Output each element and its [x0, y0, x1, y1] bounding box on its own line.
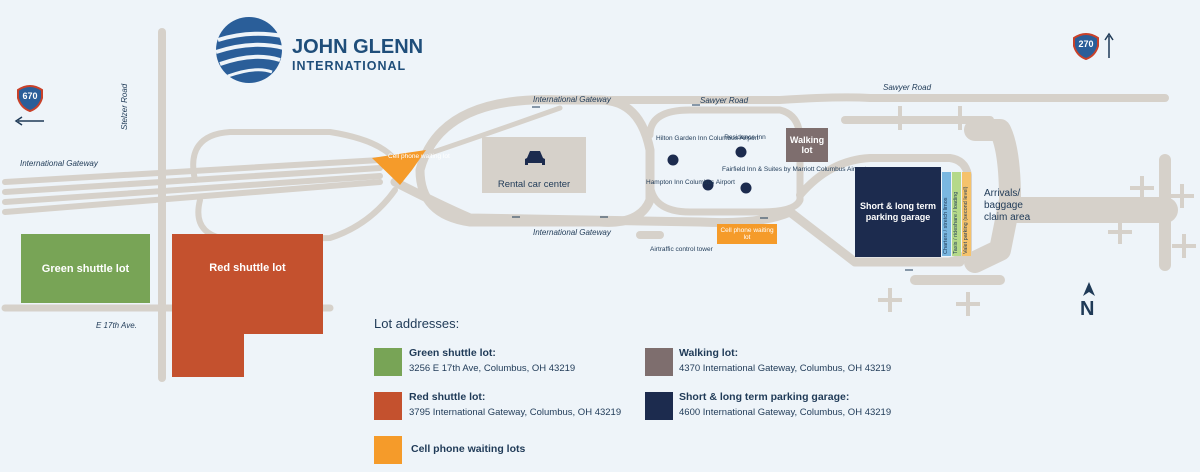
car-icon: [525, 151, 545, 165]
red-lot-shape: [172, 234, 323, 377]
cell-phone-lot-2: Cell phone waiting lot: [717, 224, 777, 244]
legend-walking-address: 4370 International Gateway, Columbus, OH…: [679, 363, 892, 374]
logo-line1: JOHN GLENN: [292, 36, 424, 58]
curb-valet-label: Valet parking (second level): [963, 186, 969, 254]
legend-cellphone-title: Cell phone waiting lots: [411, 443, 526, 455]
highway-670-label: 670: [22, 91, 38, 101]
green-lot: Green shuttle lot: [21, 234, 150, 303]
red-lot-label: Red shuttle lot: [209, 262, 286, 274]
hotel-residence-label: Residence Inn: [724, 134, 766, 141]
legend-green-address: 3256 E 17th Ave, Columbus, OH 43219: [409, 363, 576, 374]
road-international-gateway-left: International Gateway: [20, 159, 98, 168]
curb-charters: Charters / stretch limos: [942, 172, 951, 256]
legend-title: Lot addresses:: [374, 316, 460, 331]
highway-270-label: 270: [1078, 39, 1094, 49]
legend-garage-address: 4600 International Gateway, Columbus, OH…: [679, 407, 892, 418]
hotel-fairfield-label: Fairfield Inn & Suites by Marriott Colum…: [722, 166, 867, 173]
north-label: N: [1080, 298, 1095, 320]
road-international-gateway-bottom: International Gateway: [533, 228, 611, 237]
rental-car-center: Rental car center: [482, 137, 586, 193]
legend-swatch-red: [374, 392, 402, 420]
hotel-hampton-dot: [702, 179, 714, 191]
walking-lot: Walking lot: [786, 128, 828, 162]
rental-car-center-label: Rental car center: [497, 179, 571, 190]
road-sawyer-1: Sawyer Road: [700, 96, 749, 105]
arrivals-label: Arrivals/ baggage claim area: [984, 188, 1031, 223]
hotel-hampton-label: Hampton Inn Columbus Airport: [646, 179, 735, 186]
hotel-hilton-label: Hilton Garden Inn Columbus Airport: [656, 135, 759, 142]
road-e17th: E 17th Ave.: [96, 321, 137, 330]
legend-red-title: Red shuttle lot:: [409, 391, 486, 403]
legend-swatch-green: [374, 348, 402, 376]
curb-taxis: Taxis / rideshare / loading: [952, 172, 961, 256]
interstate-270-shield-icon: 270: [1073, 32, 1099, 61]
curb-valet: Valet parking (second level): [962, 172, 971, 256]
curb-taxis-label: Taxis / rideshare / loading: [953, 191, 959, 254]
north-arrow-icon: [1083, 282, 1095, 296]
legend-red-address: 3795 International Gateway, Columbus, OH…: [409, 407, 622, 418]
hotel-fairfield-dot: [740, 182, 752, 194]
direction-arrows: [512, 104, 913, 271]
logo-line2: INTERNATIONAL: [292, 59, 407, 73]
road-stelzer: Stelzer Road: [120, 83, 129, 130]
plane-icons: [878, 106, 1196, 316]
parking-garage: Short & long term parking garage: [855, 167, 941, 257]
curb-charters-label: Charters / stretch limos: [943, 197, 949, 254]
legend-walking-title: Walking lot:: [679, 347, 739, 359]
cell-phone-lot-1-shape: [372, 150, 426, 185]
airtraffic-tower-label: Airtraffic control tower: [650, 246, 713, 253]
legend-swatch-gray: [645, 348, 673, 376]
legend-swatch-navy: [645, 392, 673, 420]
interstate-670-shield-icon: 670: [17, 84, 43, 113]
logo-globe-icon: [215, 17, 285, 83]
legend-swatch-orange: [374, 436, 402, 464]
legend-garage-title: Short & long term parking garage:: [679, 391, 850, 403]
hotel-hilton-dot: [667, 154, 679, 166]
road-sawyer-2: Sawyer Road: [883, 83, 932, 92]
road-international-gateway-top: International Gateway: [533, 95, 611, 104]
hotel-residence-dot: [735, 146, 747, 158]
legend-green-title: Green shuttle lot:: [409, 347, 496, 359]
cell-phone-lot-1-label: Cell phone waiting lot: [388, 153, 450, 160]
